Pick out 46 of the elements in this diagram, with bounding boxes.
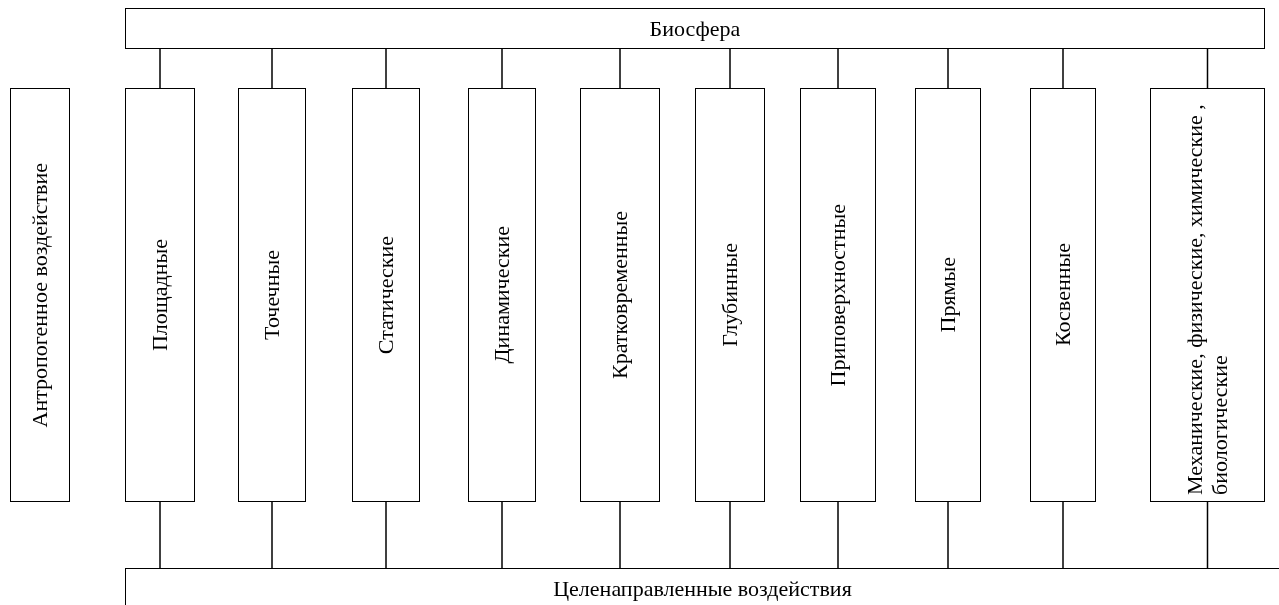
connector-line	[159, 501, 161, 569]
box-label: Точечные	[259, 250, 285, 340]
connector-line	[729, 48, 731, 89]
category-box	[125, 88, 195, 502]
box-label: Статические	[373, 235, 399, 355]
category-box	[10, 88, 70, 502]
connector-line	[271, 48, 273, 89]
connector-line	[385, 48, 387, 89]
box-label: Площадные	[147, 238, 173, 352]
connector-line	[159, 48, 161, 89]
connector-line	[619, 48, 621, 89]
box-label: Антропогенное воздействие	[27, 162, 53, 428]
connector-line	[385, 501, 387, 569]
box-label: Приповерхностные	[825, 203, 851, 387]
box-label: Кратковременные	[607, 211, 633, 379]
connector-line	[947, 48, 949, 89]
connector-line	[501, 501, 503, 569]
category-box	[1030, 88, 1096, 502]
connector-line	[501, 48, 503, 89]
category-box	[695, 88, 765, 502]
category-box	[1150, 88, 1265, 502]
connector-line	[837, 501, 839, 569]
category-bar	[125, 568, 1279, 605]
box-label: Глубинные	[717, 243, 743, 347]
box-label: Прямые	[935, 257, 961, 333]
category-bar	[125, 8, 1265, 49]
category-box	[915, 88, 981, 502]
category-box	[580, 88, 660, 502]
connector-line	[1062, 501, 1064, 569]
connector-line	[729, 501, 731, 569]
category-box	[352, 88, 420, 502]
box-label: Механические, физические, химические , биологические	[1182, 103, 1233, 495]
connector-line	[947, 501, 949, 569]
connector-line	[619, 501, 621, 569]
box-label: Косвенные	[1050, 243, 1076, 347]
connector-line	[1206, 48, 1209, 89]
connector-line	[837, 48, 839, 89]
connector-line	[1062, 48, 1064, 89]
bar-label: Целенаправленные воздействия	[553, 577, 852, 600]
category-box	[800, 88, 876, 502]
category-box	[238, 88, 306, 502]
connector-line	[271, 501, 273, 569]
bar-label: Биосфера	[649, 17, 741, 40]
category-box	[468, 88, 536, 502]
connector-line	[1206, 501, 1209, 569]
box-label: Динамические	[489, 226, 515, 364]
